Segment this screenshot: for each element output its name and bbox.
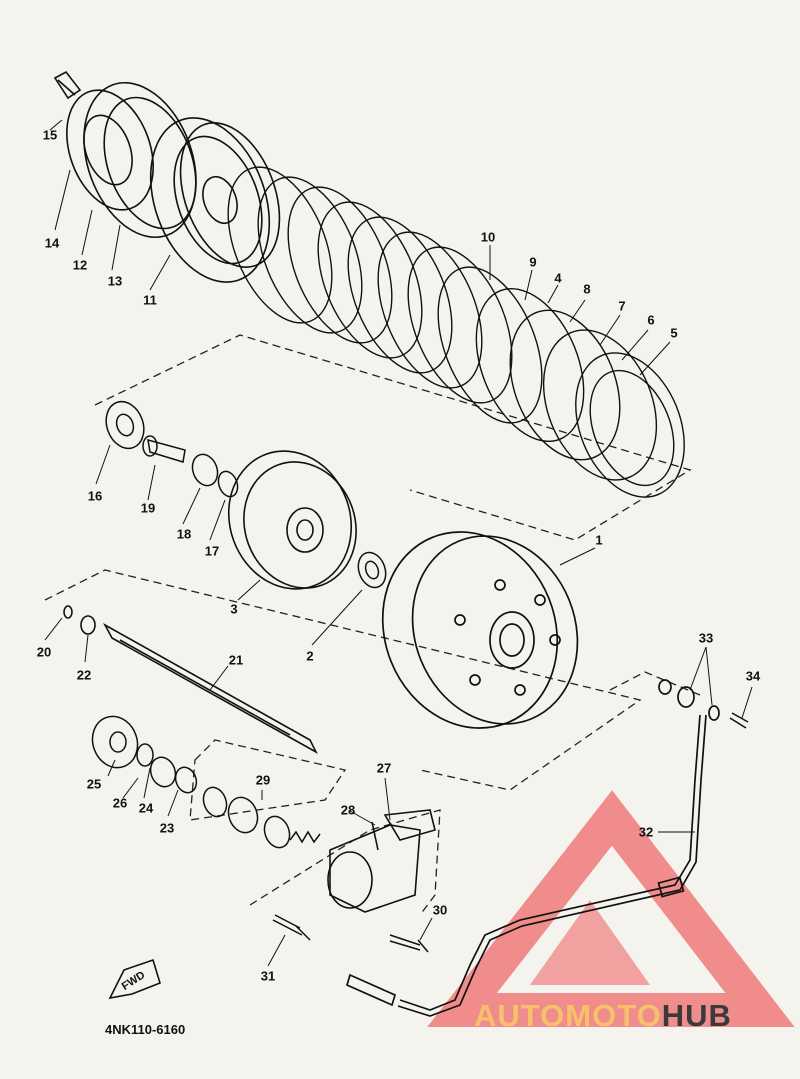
callout-6: 6 (647, 312, 655, 328)
callout-19: 19 (140, 500, 156, 516)
callout-30: 30 (432, 902, 448, 918)
callout-13: 13 (107, 273, 123, 289)
callout-5: 5 (670, 325, 678, 341)
callout-17: 17 (204, 543, 220, 559)
callout-2: 2 (306, 648, 314, 664)
callout-24: 24 (138, 800, 154, 816)
callout-8: 8 (583, 281, 591, 297)
push-rod-shaft (63, 605, 318, 754)
callout-34: 34 (745, 668, 761, 684)
callout-18: 18 (176, 526, 192, 542)
callout-28: 28 (340, 802, 356, 818)
fwd-arrow-icon (108, 958, 161, 1000)
callout-3: 3 (230, 601, 238, 617)
callout-31: 31 (260, 968, 276, 984)
clutch-hose (345, 679, 720, 1017)
mounting-bolts (272, 712, 749, 953)
bearing-and-washers (105, 400, 239, 498)
group-outline-clutch-pack (94, 334, 692, 541)
callout-23: 23 (159, 820, 175, 836)
callout-25: 25 (86, 776, 102, 792)
friction-plate-stack (227, 166, 685, 498)
callout-20: 20 (36, 644, 52, 660)
callout-12: 12 (72, 257, 88, 273)
callout-1: 1 (595, 532, 603, 548)
watermark-logo (427, 790, 795, 1027)
pressure-plate (227, 450, 357, 590)
callout-32: 32 (638, 824, 654, 840)
callout-26: 26 (112, 795, 128, 811)
group-outline-cylinder (189, 671, 701, 916)
release-cylinder-piston-kit (202, 786, 321, 849)
callout-7: 7 (618, 298, 626, 314)
diagram-part-code: 4NK110-6160 (105, 1022, 186, 1037)
callout-22: 22 (76, 667, 92, 683)
group-outline-shaft (44, 569, 642, 791)
watermark-text-primary: AUTOMOTO (474, 998, 662, 1033)
callout-16: 16 (87, 488, 103, 504)
callout-10: 10 (480, 229, 496, 245)
pressure-plate-cover (53, 70, 197, 239)
callout-15: 15 (42, 127, 58, 143)
thrust-washer (357, 551, 387, 589)
callout-27: 27 (376, 760, 392, 776)
watermark-text: AUTOMOTOHUB (474, 998, 732, 1034)
callout-4: 4 (554, 270, 562, 286)
clutch-boss (149, 117, 281, 283)
leader-lines (44, 119, 753, 967)
callout-14: 14 (44, 235, 60, 251)
callout-29: 29 (255, 772, 271, 788)
watermark-text-secondary: HUB (661, 998, 732, 1033)
clutch-housing (381, 531, 579, 729)
callout-21: 21 (228, 652, 244, 668)
clutch-release-cylinder (327, 809, 436, 913)
callout-9: 9 (529, 254, 537, 270)
callout-33: 33 (698, 630, 714, 646)
callout-11: 11 (143, 292, 157, 308)
oil-seal-set (91, 715, 198, 794)
